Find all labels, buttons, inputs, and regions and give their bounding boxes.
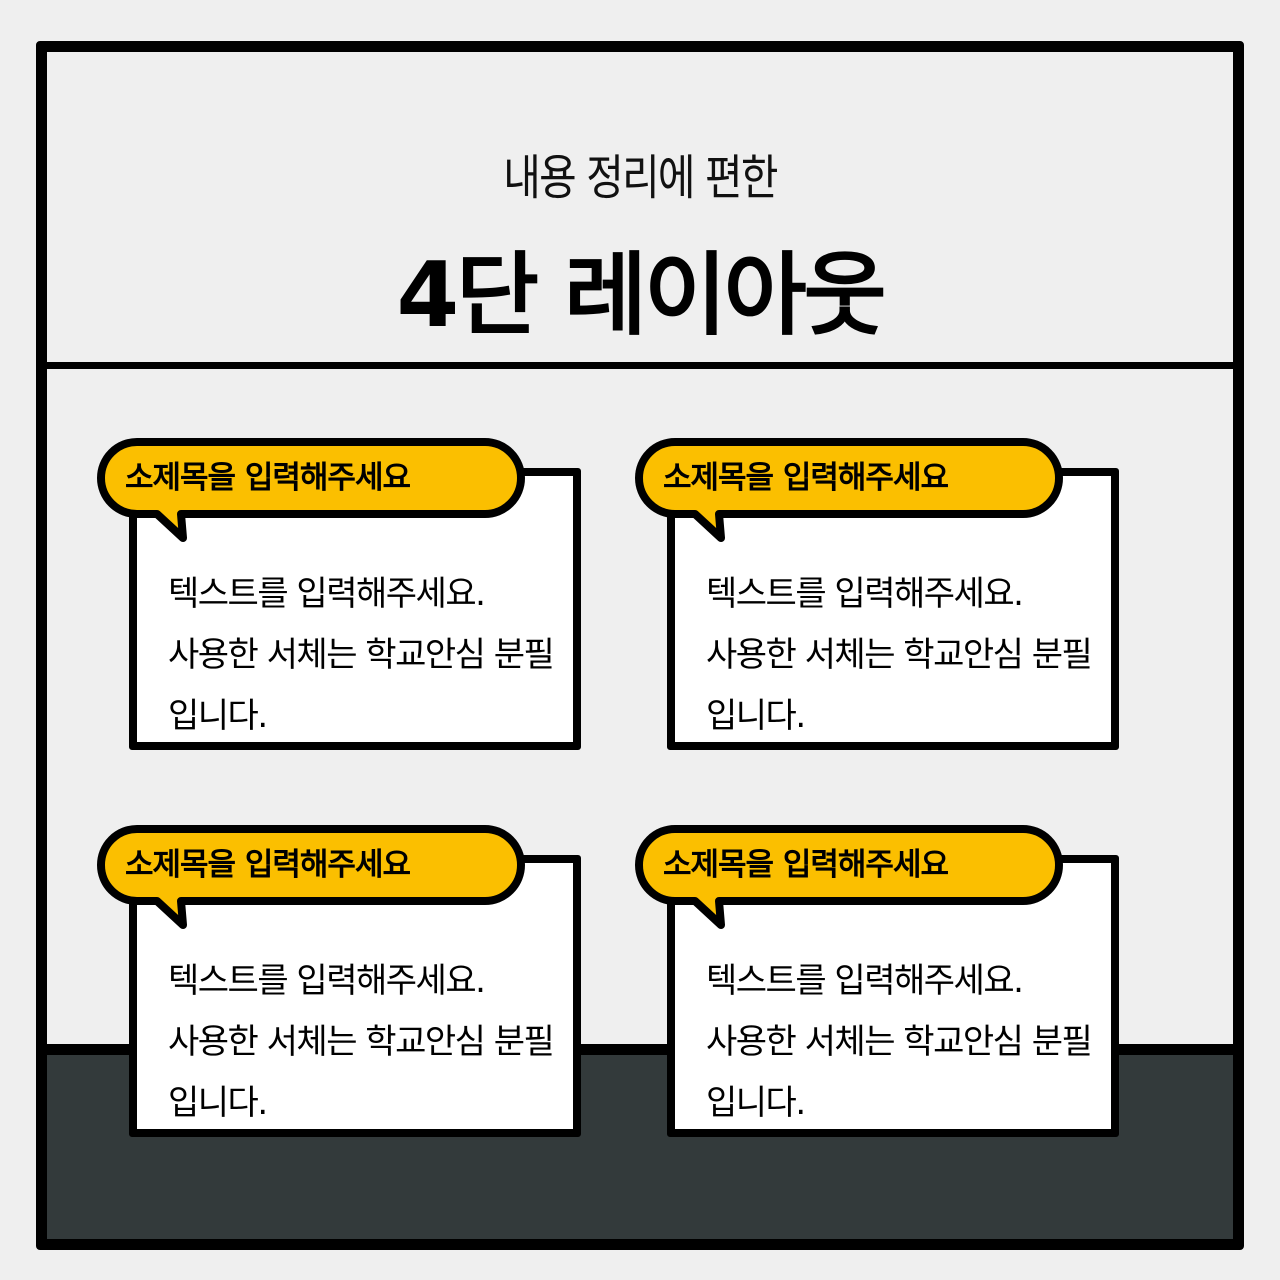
card-line: 입니다.	[168, 1083, 268, 1123]
card-body: 텍스트를 입력해주세요. 사용한 서체는 학교안심 분필 입니다.	[706, 951, 1093, 1134]
card-line: 사용한 서체는 학교안심 분필	[168, 635, 555, 675]
card-heading: 소제목을 입력해주세요	[125, 460, 411, 496]
card-line: 입니다.	[706, 696, 806, 736]
speech-bubble: 소제목을 입력해주세요	[635, 825, 1063, 929]
speech-bubble: 소제목을 입력해주세요	[635, 438, 1063, 542]
card-4: 소제목을 입력해주세요 텍스트를 입력해주세요. 사용한 서체는 학교안심 분필…	[635, 825, 1119, 1137]
card-heading: 소제목을 입력해주세요	[663, 460, 949, 496]
card-line: 텍스트를 입력해주세요.	[168, 961, 486, 1001]
speech-bubble-icon	[635, 438, 1063, 542]
speech-bubble: 소제목을 입력해주세요	[97, 438, 525, 542]
card-body: 텍스트를 입력해주세요. 사용한 서체는 학교안심 분필 입니다.	[706, 564, 1093, 747]
card-line: 입니다.	[168, 696, 268, 736]
speech-bubble-icon	[635, 825, 1063, 929]
card-heading: 소제목을 입력해주세요	[663, 847, 949, 883]
card-line: 입니다.	[706, 1083, 806, 1123]
page-title: 4단 레이아웃	[396, 243, 887, 348]
speech-bubble-icon	[97, 825, 525, 929]
card-1: 소제목을 입력해주세요 텍스트를 입력해주세요. 사용한 서체는 학교안심 분필…	[97, 438, 581, 750]
card-line: 텍스트를 입력해주세요.	[706, 961, 1024, 1001]
card-body: 텍스트를 입력해주세요. 사용한 서체는 학교안심 분필 입니다.	[168, 951, 555, 1134]
card-line: 사용한 서체는 학교안심 분필	[706, 635, 1093, 675]
card-line: 텍스트를 입력해주세요.	[168, 574, 486, 614]
card-3: 소제목을 입력해주세요 텍스트를 입력해주세요. 사용한 서체는 학교안심 분필…	[97, 825, 581, 1137]
card-2: 소제목을 입력해주세요 텍스트를 입력해주세요. 사용한 서체는 학교안심 분필…	[635, 438, 1119, 750]
speech-bubble-icon	[97, 438, 525, 542]
header-divider	[36, 362, 1244, 369]
card-line: 텍스트를 입력해주세요.	[706, 574, 1024, 614]
page-subtitle: 내용 정리에 편한	[503, 150, 778, 206]
card-heading: 소제목을 입력해주세요	[125, 847, 411, 883]
speech-bubble: 소제목을 입력해주세요	[97, 825, 525, 929]
card-line: 사용한 서체는 학교안심 분필	[168, 1022, 555, 1062]
card-line: 사용한 서체는 학교안심 분필	[706, 1022, 1093, 1062]
card-body: 텍스트를 입력해주세요. 사용한 서체는 학교안심 분필 입니다.	[168, 564, 555, 747]
